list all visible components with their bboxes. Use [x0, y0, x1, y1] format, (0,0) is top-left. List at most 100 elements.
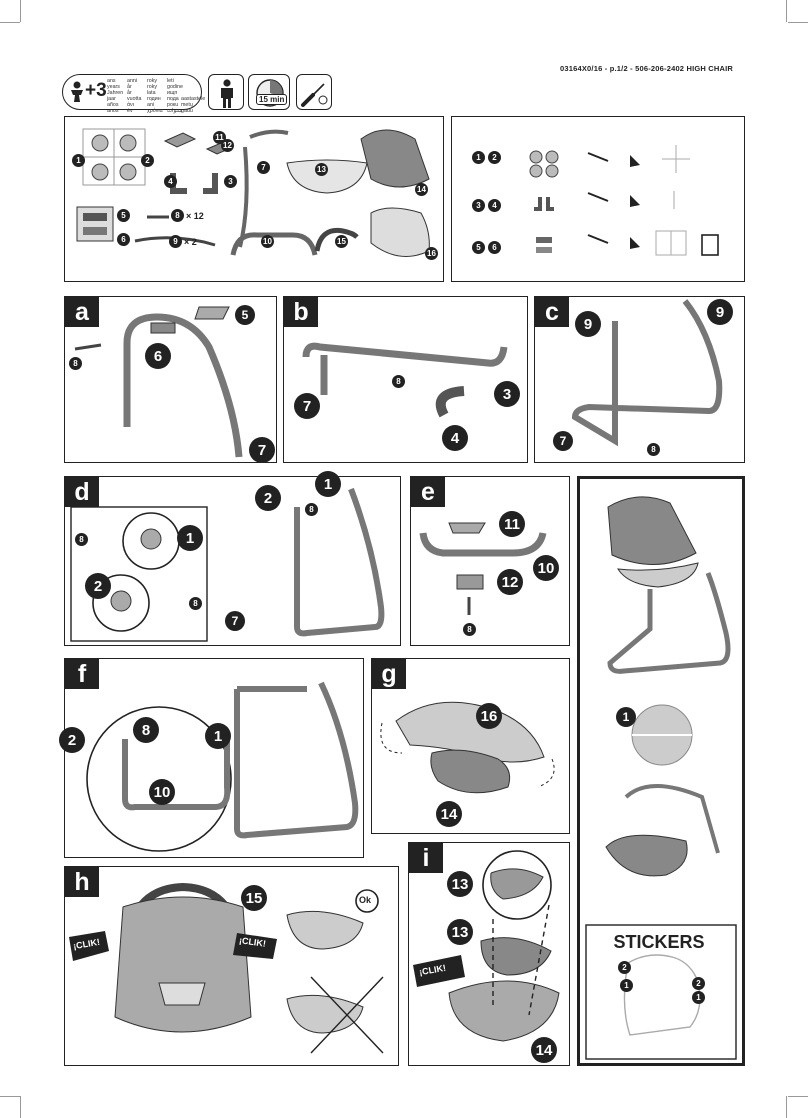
- part-number: 8: [133, 717, 159, 743]
- part-number: 2: [141, 154, 154, 167]
- sticker-number: 1: [620, 979, 633, 992]
- step-d-panel: d 8 1 2 8 2 1 8 7: [64, 471, 401, 646]
- part-number: 6: [145, 343, 171, 369]
- part-number: 8: [392, 375, 405, 388]
- part-number: 9: [575, 311, 601, 337]
- part-number: 12: [497, 569, 523, 595]
- step-b-panel: b 7 3 4 8: [283, 296, 528, 463]
- part-number: 1: [72, 154, 85, 167]
- sticker-number: 5: [472, 241, 485, 254]
- crop-mark: [20, 1096, 21, 1118]
- step-a-illustration: [74, 306, 243, 458]
- sticker-prep-panel: 1 2 3 4 5 6: [451, 116, 745, 282]
- part-number: 7: [553, 431, 573, 451]
- step-h-panel: h ¡CLIK! ¡CLIK! 15 Ok: [64, 866, 399, 1066]
- sticker-prep-illustration: [529, 145, 719, 256]
- finished-product-panel: 1 STICKERS 2 2 1 1: [577, 476, 745, 1066]
- part-number: 1: [205, 723, 231, 749]
- part-number: 7: [294, 393, 320, 419]
- part-number: 8: [69, 357, 82, 370]
- part-number: 3: [224, 175, 237, 188]
- part-number: 9: [169, 235, 182, 248]
- tube-quantity: × 2: [184, 237, 197, 247]
- adult-icon: [221, 79, 233, 108]
- part-number: 2: [85, 573, 111, 599]
- step-f-illustration: [86, 681, 359, 852]
- part-number: 8: [463, 623, 476, 636]
- part-number: 16: [476, 703, 502, 729]
- sticker-number: 1: [472, 151, 485, 164]
- step-label: a: [65, 297, 99, 327]
- child-icon: [71, 81, 83, 102]
- step-c-panel: c 9 9 7 8: [534, 296, 745, 463]
- part-number: 7: [249, 437, 275, 463]
- one-adult-box: [208, 74, 244, 110]
- step-d-illustration: [70, 487, 385, 642]
- step-h-illustration: [69, 882, 384, 1054]
- crop-mark: [20, 0, 21, 22]
- part-number: 10: [149, 779, 175, 805]
- step-g-illustration: [380, 701, 555, 794]
- step-label: d: [65, 477, 99, 507]
- part-number: 10: [533, 555, 559, 581]
- crop-mark: [788, 22, 808, 23]
- part-number: 15: [241, 885, 267, 911]
- part-number: 16: [425, 247, 438, 260]
- finished-product-illustration: [585, 496, 737, 1060]
- step-i-panel: i ¡CLIK! 13 13 14: [408, 842, 570, 1066]
- clock-icon: [256, 79, 284, 107]
- crop-mark: [788, 1096, 808, 1097]
- part-number: 6: [117, 233, 130, 246]
- part-number: 4: [442, 425, 468, 451]
- tools-box: [296, 74, 332, 110]
- step-label: c: [535, 297, 569, 327]
- time-label: 15 min: [256, 94, 288, 105]
- parts-illustration: [76, 128, 430, 257]
- part-number: 8: [189, 597, 202, 610]
- step-c-illustration: [571, 299, 723, 447]
- document-code: 03164X0/16 - p.1/2 - 506-206-2402 HIGH C…: [560, 64, 734, 73]
- step-b-illustration: [302, 342, 508, 418]
- sticker-number: 6: [488, 241, 501, 254]
- part-number: 2: [59, 727, 85, 753]
- part-number: 8: [305, 503, 318, 516]
- part-number: 11: [499, 511, 525, 537]
- crop-mark: [786, 0, 787, 22]
- part-number: 14: [436, 801, 462, 827]
- screw-quantity: × 12: [186, 211, 204, 221]
- part-number: 8: [171, 209, 184, 222]
- step-e-panel: e 11 10 12 8: [410, 476, 570, 646]
- step-e-illustration: [419, 522, 547, 615]
- parts-list-panel: 1 2 3 4 5 6 7 8 × 12 9 × 2 10 11 12 13 1…: [64, 116, 444, 282]
- stickers-box: STICKERS 2 2 1 1: [580, 925, 742, 1059]
- step-f-panel: f 2 8 1 10: [59, 658, 364, 858]
- part-number: 3: [494, 381, 520, 407]
- time-box: 15 min: [248, 74, 290, 110]
- part-number: 15: [335, 235, 348, 248]
- stickers-title: STICKERS: [613, 932, 705, 952]
- crop-mark: [786, 1096, 787, 1118]
- part-number: 10: [261, 235, 274, 248]
- part-number: 5: [117, 209, 130, 222]
- step-label: b: [284, 297, 318, 327]
- part-number: 12: [221, 139, 234, 152]
- part-number: 14: [531, 1037, 557, 1063]
- crop-mark: [0, 22, 20, 23]
- crop-mark: [0, 1096, 20, 1097]
- part-number: 8: [647, 443, 660, 456]
- step-label: i: [409, 843, 443, 873]
- part-number: 1: [177, 525, 203, 551]
- part-number: 4: [164, 175, 177, 188]
- part-number: 2: [255, 485, 281, 511]
- step-g-panel: g 16 14: [371, 658, 570, 834]
- part-number: 8: [75, 533, 88, 546]
- step-a-panel: a 5 6 7 8: [64, 296, 277, 463]
- part-number: 9: [707, 299, 733, 325]
- sticker-number: 2: [618, 961, 631, 974]
- sticker-number: 2: [488, 151, 501, 164]
- sticker-number: 4: [488, 199, 501, 212]
